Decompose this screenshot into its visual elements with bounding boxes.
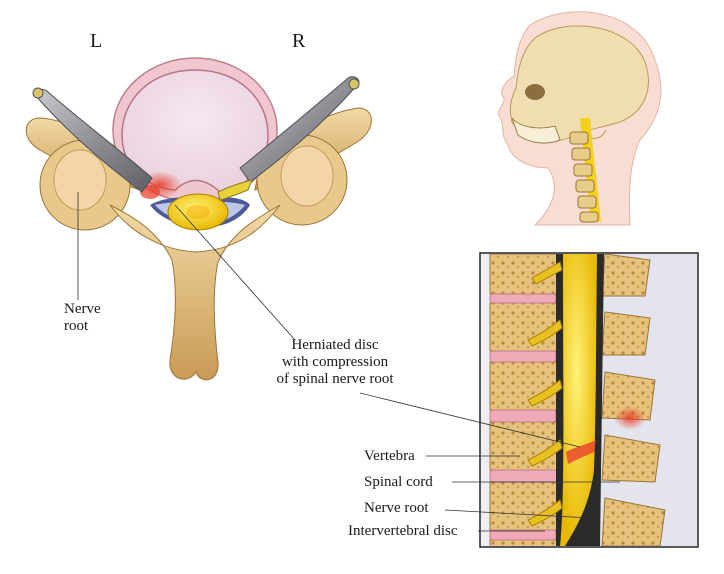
right-side-label: R [292, 30, 306, 52]
sagittal-spine-panel [479, 252, 699, 548]
spinal-cord-sagittal [560, 254, 597, 546]
left-side-label: L [90, 30, 103, 52]
intervertebral-disc-label: Intervertebral disc [348, 523, 458, 539]
cervical-spine [569, 117, 601, 223]
disc-top-view [121, 69, 269, 193]
nerve-root-label-left: Nerve root [64, 301, 101, 334]
vertebra-top-view [25, 57, 372, 381]
leader-lines [77, 192, 620, 532]
nerve-root-label: Nerve root [364, 500, 429, 516]
head-neck-inset [498, 11, 662, 226]
spinal-cord-label: Spinal cord [364, 474, 433, 490]
right-nerve-root-tube [239, 76, 360, 183]
sagittal-nerve-roots [527, 261, 563, 527]
intervertebral-discs [489, 293, 566, 541]
vertebra-label: Vertebra [364, 448, 415, 464]
spinous-processes [601, 254, 666, 546]
vertebral-bodies [489, 254, 559, 546]
herniated-disc-label: Herniated disc with compression of spina… [276, 337, 394, 387]
spinous-process [109, 204, 281, 381]
